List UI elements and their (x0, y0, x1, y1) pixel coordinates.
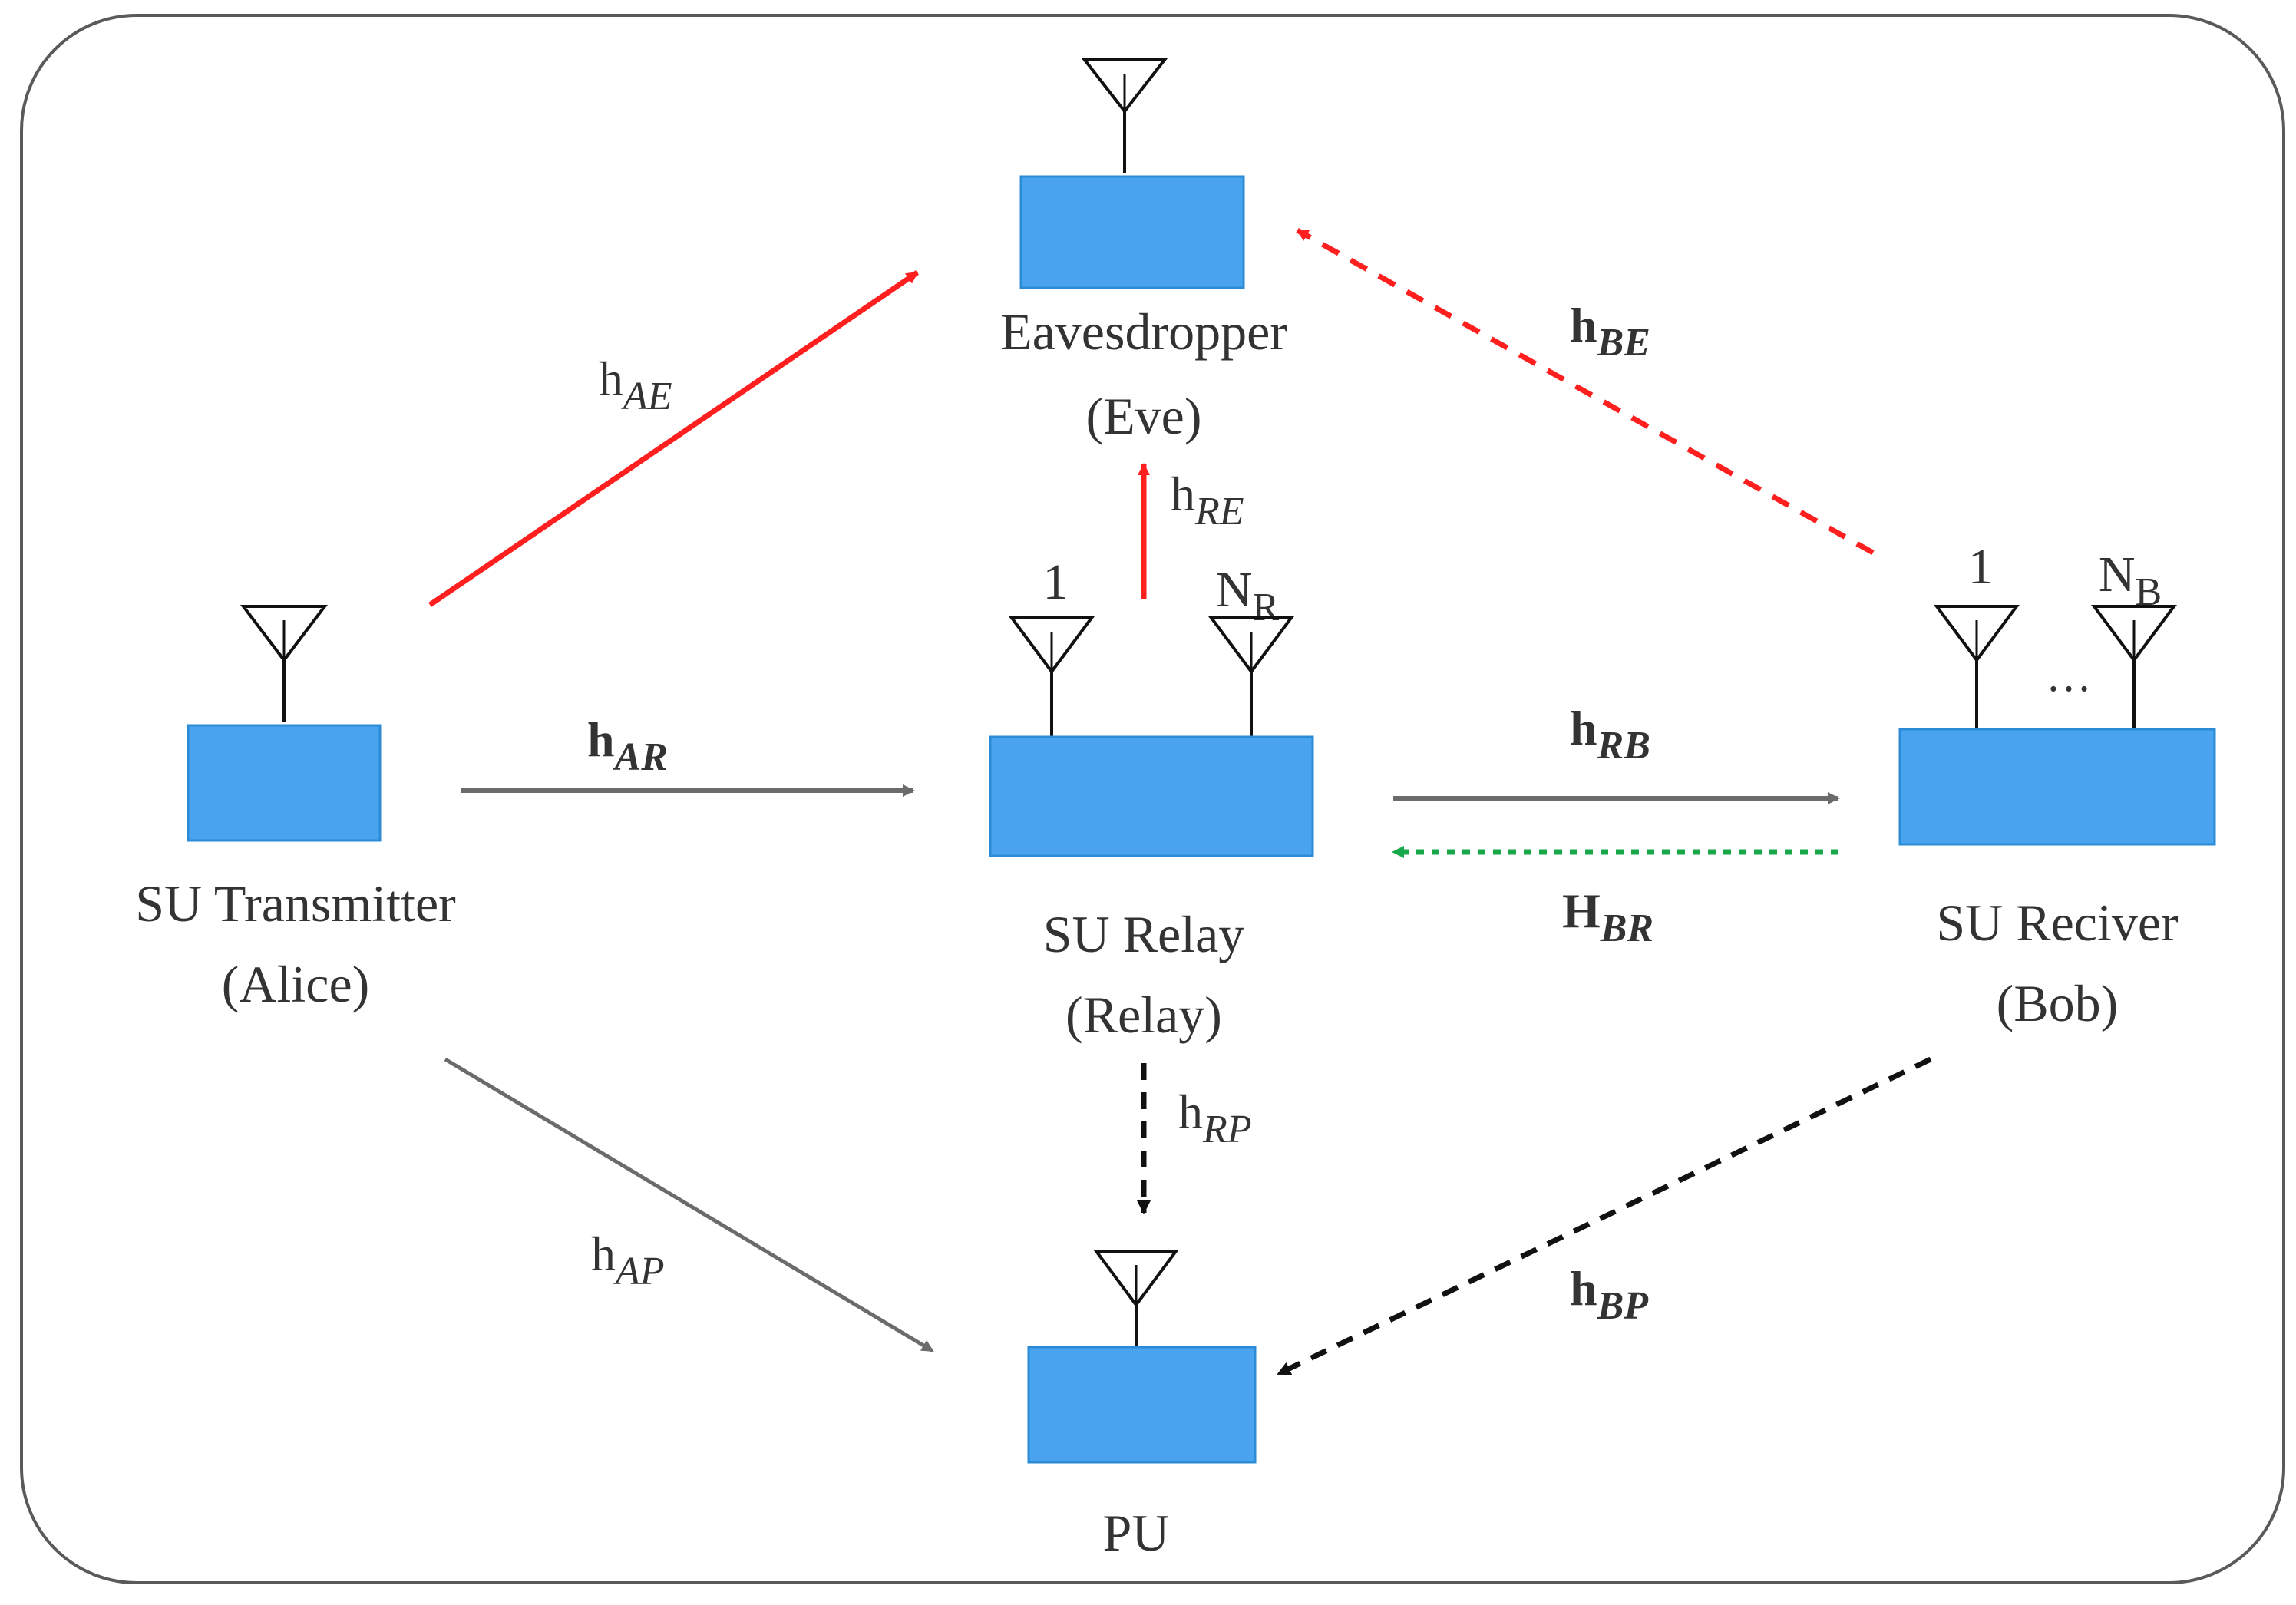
link-label-subscript: BE (1597, 321, 1650, 365)
antenna-icon (1208, 616, 1294, 737)
device-box (1898, 728, 2216, 846)
link-alice-relay: hAR (461, 712, 915, 797)
antenna-icon (1009, 616, 1095, 737)
link-label-main: h (591, 1227, 616, 1281)
link-label-subscript: RB (1597, 724, 1650, 768)
link-bob-relay: HBR (1392, 846, 1838, 950)
antenna-icon (1934, 605, 2020, 729)
node-label-line2: (Alice) (222, 955, 370, 1013)
antenna-icon (1081, 58, 1168, 173)
link-relay-bob: hRB (1393, 701, 1840, 804)
link-label: hAE (599, 352, 672, 418)
link-label-main: h (1570, 1261, 1597, 1316)
node-pu: PU (1027, 1250, 1257, 1562)
link-relay-eve: hRE (1138, 463, 1244, 599)
device-box (1019, 175, 1245, 289)
link-label: hRE (1171, 467, 1244, 533)
link-label-main: h (599, 352, 623, 406)
link-label: hRP (1178, 1085, 1252, 1151)
link-label-main: h (1570, 701, 1597, 755)
node-label-line1: SU Relay (1043, 905, 1245, 963)
antenna-icon (2091, 605, 2177, 729)
link-label: hBP (1570, 1261, 1649, 1328)
link-label-subscript: BR (1600, 907, 1653, 950)
link-label-main: h (1570, 298, 1597, 352)
node-label-line1: SU Transmitter (135, 874, 456, 933)
link-label: hBE (1570, 298, 1650, 365)
link-label-main: h (1171, 467, 1195, 521)
antenna-index-subscript: R (1252, 586, 1279, 629)
antenna-index-first: 1 (1043, 554, 1069, 610)
node-eve: Eavesdropper (Eve) (1000, 58, 1287, 445)
link-line (428, 270, 919, 607)
node-label-line1: SU Reciver (1936, 893, 2179, 952)
link-label-subscript: AP (613, 1250, 665, 1293)
device-box (1027, 1346, 1257, 1464)
link-relay-pu: hRP (1137, 1063, 1252, 1214)
antenna-index-main: N (2099, 547, 2136, 603)
link-label-subscript: RE (1194, 490, 1244, 533)
antenna-ellipsis: … (2046, 650, 2092, 701)
link-line (444, 1057, 934, 1353)
link-bob-eve: hBE (1296, 227, 1875, 556)
link-label-main: h (1178, 1085, 1203, 1139)
device-box (989, 735, 1314, 857)
link-label-main: h (587, 712, 615, 767)
antenna-index-first: 1 (1968, 539, 1994, 595)
antenna-icon (1093, 1250, 1179, 1347)
link-label: hAP (591, 1227, 665, 1293)
device-box (187, 724, 382, 842)
link-label: HBR (1562, 883, 1653, 950)
node-label-line2: (Relay) (1065, 986, 1222, 1044)
node-label-line2: (Bob) (1997, 974, 2119, 1032)
link-alice-eve: hAE (428, 270, 919, 607)
node-label-line1: PU (1103, 1504, 1170, 1562)
link-label-subscript: AE (621, 375, 672, 418)
node-label-line2: (Eve) (1085, 387, 1201, 445)
antenna-index-last: NR (1216, 562, 1280, 629)
node-label-line1: Eavesdropper (1000, 302, 1287, 361)
link-label-subscript: BP (1597, 1284, 1650, 1328)
link-label: hAR (587, 712, 668, 779)
antenna-index-main: N (1216, 562, 1253, 618)
link-bob-pu: hBP (1277, 1056, 1932, 1377)
node-bob: 1 NB … SU Reciver (Bob) (1898, 539, 2216, 1032)
node-relay: 1 NR SU Relay (Relay) (989, 554, 1314, 1044)
antenna-icon (240, 605, 329, 722)
link-alice-pu: hAP (444, 1057, 934, 1353)
link-label: hRB (1570, 701, 1650, 768)
link-line (1296, 227, 1875, 556)
link-label-subscript: RP (1202, 1108, 1252, 1151)
node-alice: SU Transmitter (Alice) (135, 605, 456, 1013)
link-label-subscript: AR (613, 735, 668, 779)
link-label-main: H (1562, 883, 1601, 938)
link-line (1277, 1056, 1932, 1377)
